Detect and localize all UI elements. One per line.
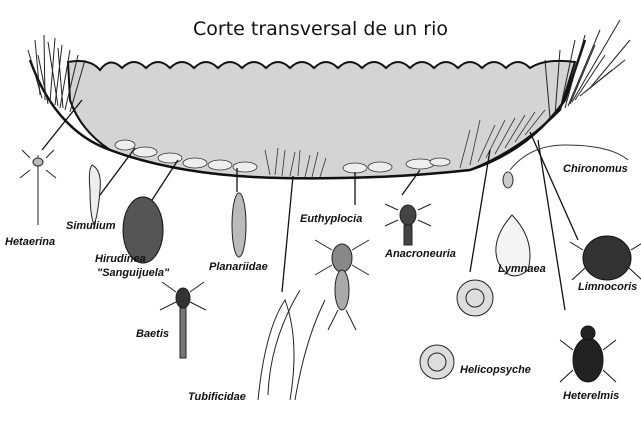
label-heterelmis: Heterelmis — [563, 390, 619, 402]
label-lymnaea: Lymnaea — [498, 263, 546, 275]
label-anacroneuria: Anacroneuria — [385, 248, 456, 260]
organism-heterelmis — [560, 326, 616, 382]
organism-tubificidae — [258, 290, 325, 400]
label-chironomus: Chironomus — [563, 163, 628, 175]
label-baetis: Baetis — [136, 328, 169, 340]
organism-baetis — [160, 282, 206, 358]
label-planariidae: Planariidae — [209, 261, 268, 273]
label-hetaerina: Hetaerina — [5, 236, 55, 248]
organism-limnocoris — [570, 236, 641, 280]
organism-hetaerina — [20, 150, 56, 225]
label-simulium: Simulium — [66, 220, 116, 232]
label-limnocoris: Limnocoris — [578, 281, 637, 293]
organism-simulium — [89, 165, 100, 225]
label-tubificidae: Tubificidae — [188, 391, 246, 403]
label-hirudinea: Hirudinea — [95, 253, 146, 265]
organism-anacroneuria — [385, 204, 431, 245]
organism-euthyplocia — [315, 240, 369, 330]
label-helicopsyche: Helicopsyche — [460, 364, 531, 376]
diagram-title: Corte transversal de un rio — [0, 18, 641, 40]
label-hirudinea-common: "Sanguijuela" — [97, 267, 169, 279]
organism-planariidae — [232, 193, 246, 257]
label-euthyplocia: Euthyplocia — [300, 213, 362, 225]
